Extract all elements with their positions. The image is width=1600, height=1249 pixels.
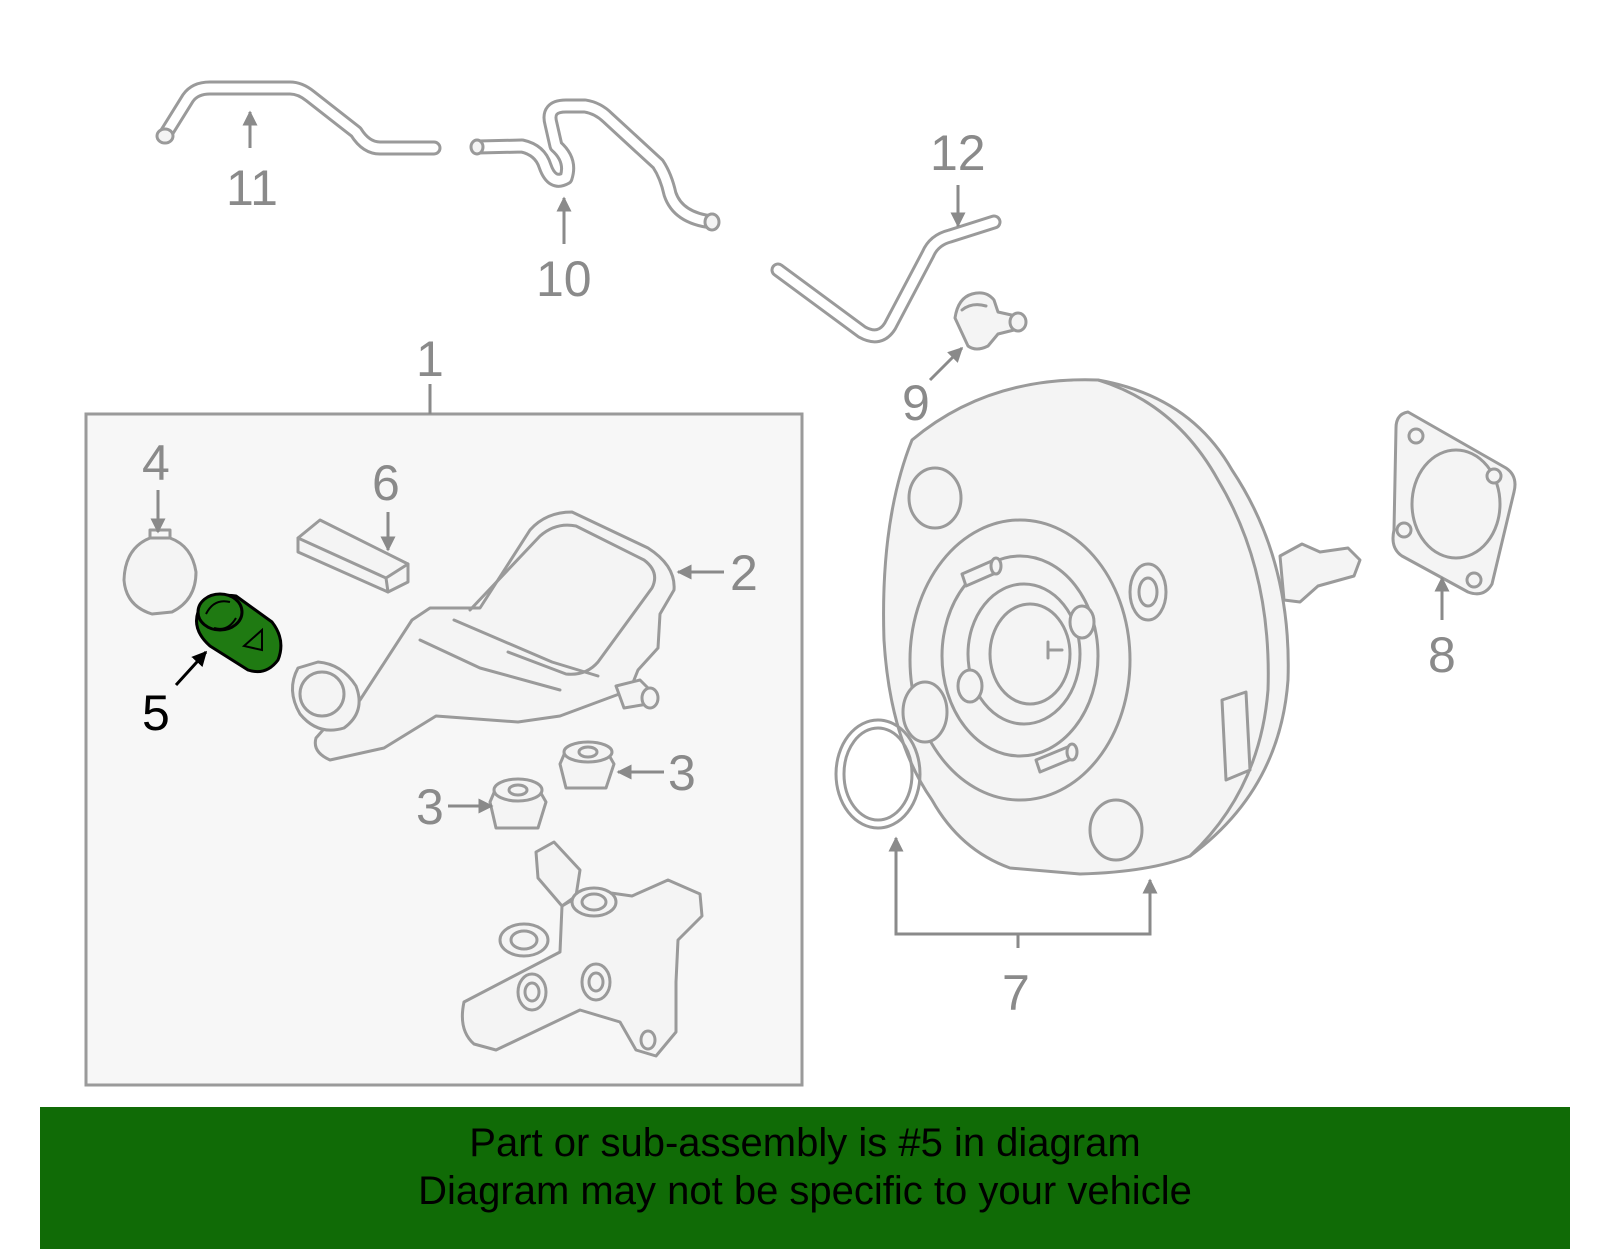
- callout-7: 7: [1002, 965, 1030, 1021]
- master-cylinder-body[interactable]: [460, 840, 704, 1058]
- callout-1: 1: [416, 331, 444, 387]
- part-5-highlighted[interactable]: [195, 592, 283, 674]
- callout-6: 6: [372, 455, 400, 511]
- grommet-3b[interactable]: [488, 777, 548, 830]
- leader-9: [928, 346, 964, 382]
- strainer-6[interactable]: [296, 518, 410, 594]
- gasket-8[interactable]: [1391, 410, 1517, 596]
- grommet-3a[interactable]: [558, 740, 616, 790]
- hose-12[interactable]: [770, 214, 1002, 344]
- banner-line-2: Diagram may not be specific to your vehi…: [418, 1169, 1192, 1213]
- reservoir-2[interactable]: [291, 510, 676, 762]
- callout-4: 4: [142, 435, 170, 491]
- callout-9: 9: [902, 375, 930, 431]
- assembly-panel-1: [84, 412, 804, 1087]
- hose-11[interactable]: [155, 80, 442, 156]
- leader-5: [174, 650, 208, 687]
- info-banner: Part or sub-assembly is #5 in diagram Di…: [40, 1107, 1570, 1249]
- check-valve-9[interactable]: [953, 291, 1028, 351]
- booster-gasket-ring[interactable]: [834, 718, 922, 830]
- hose-10[interactable]: [469, 98, 721, 232]
- brake-booster-7[interactable]: [882, 378, 1362, 876]
- callout-2: 2: [730, 545, 758, 601]
- callout-12: 12: [930, 125, 986, 181]
- callout-3b: 3: [416, 779, 444, 835]
- callout-10: 10: [536, 251, 592, 307]
- banner-line-1: Part or sub-assembly is #5 in diagram: [469, 1121, 1141, 1165]
- callout-8: 8: [1428, 627, 1456, 683]
- callout-5: 5: [142, 685, 170, 741]
- callout-3a: 3: [668, 745, 696, 801]
- callout-11: 11: [226, 160, 278, 216]
